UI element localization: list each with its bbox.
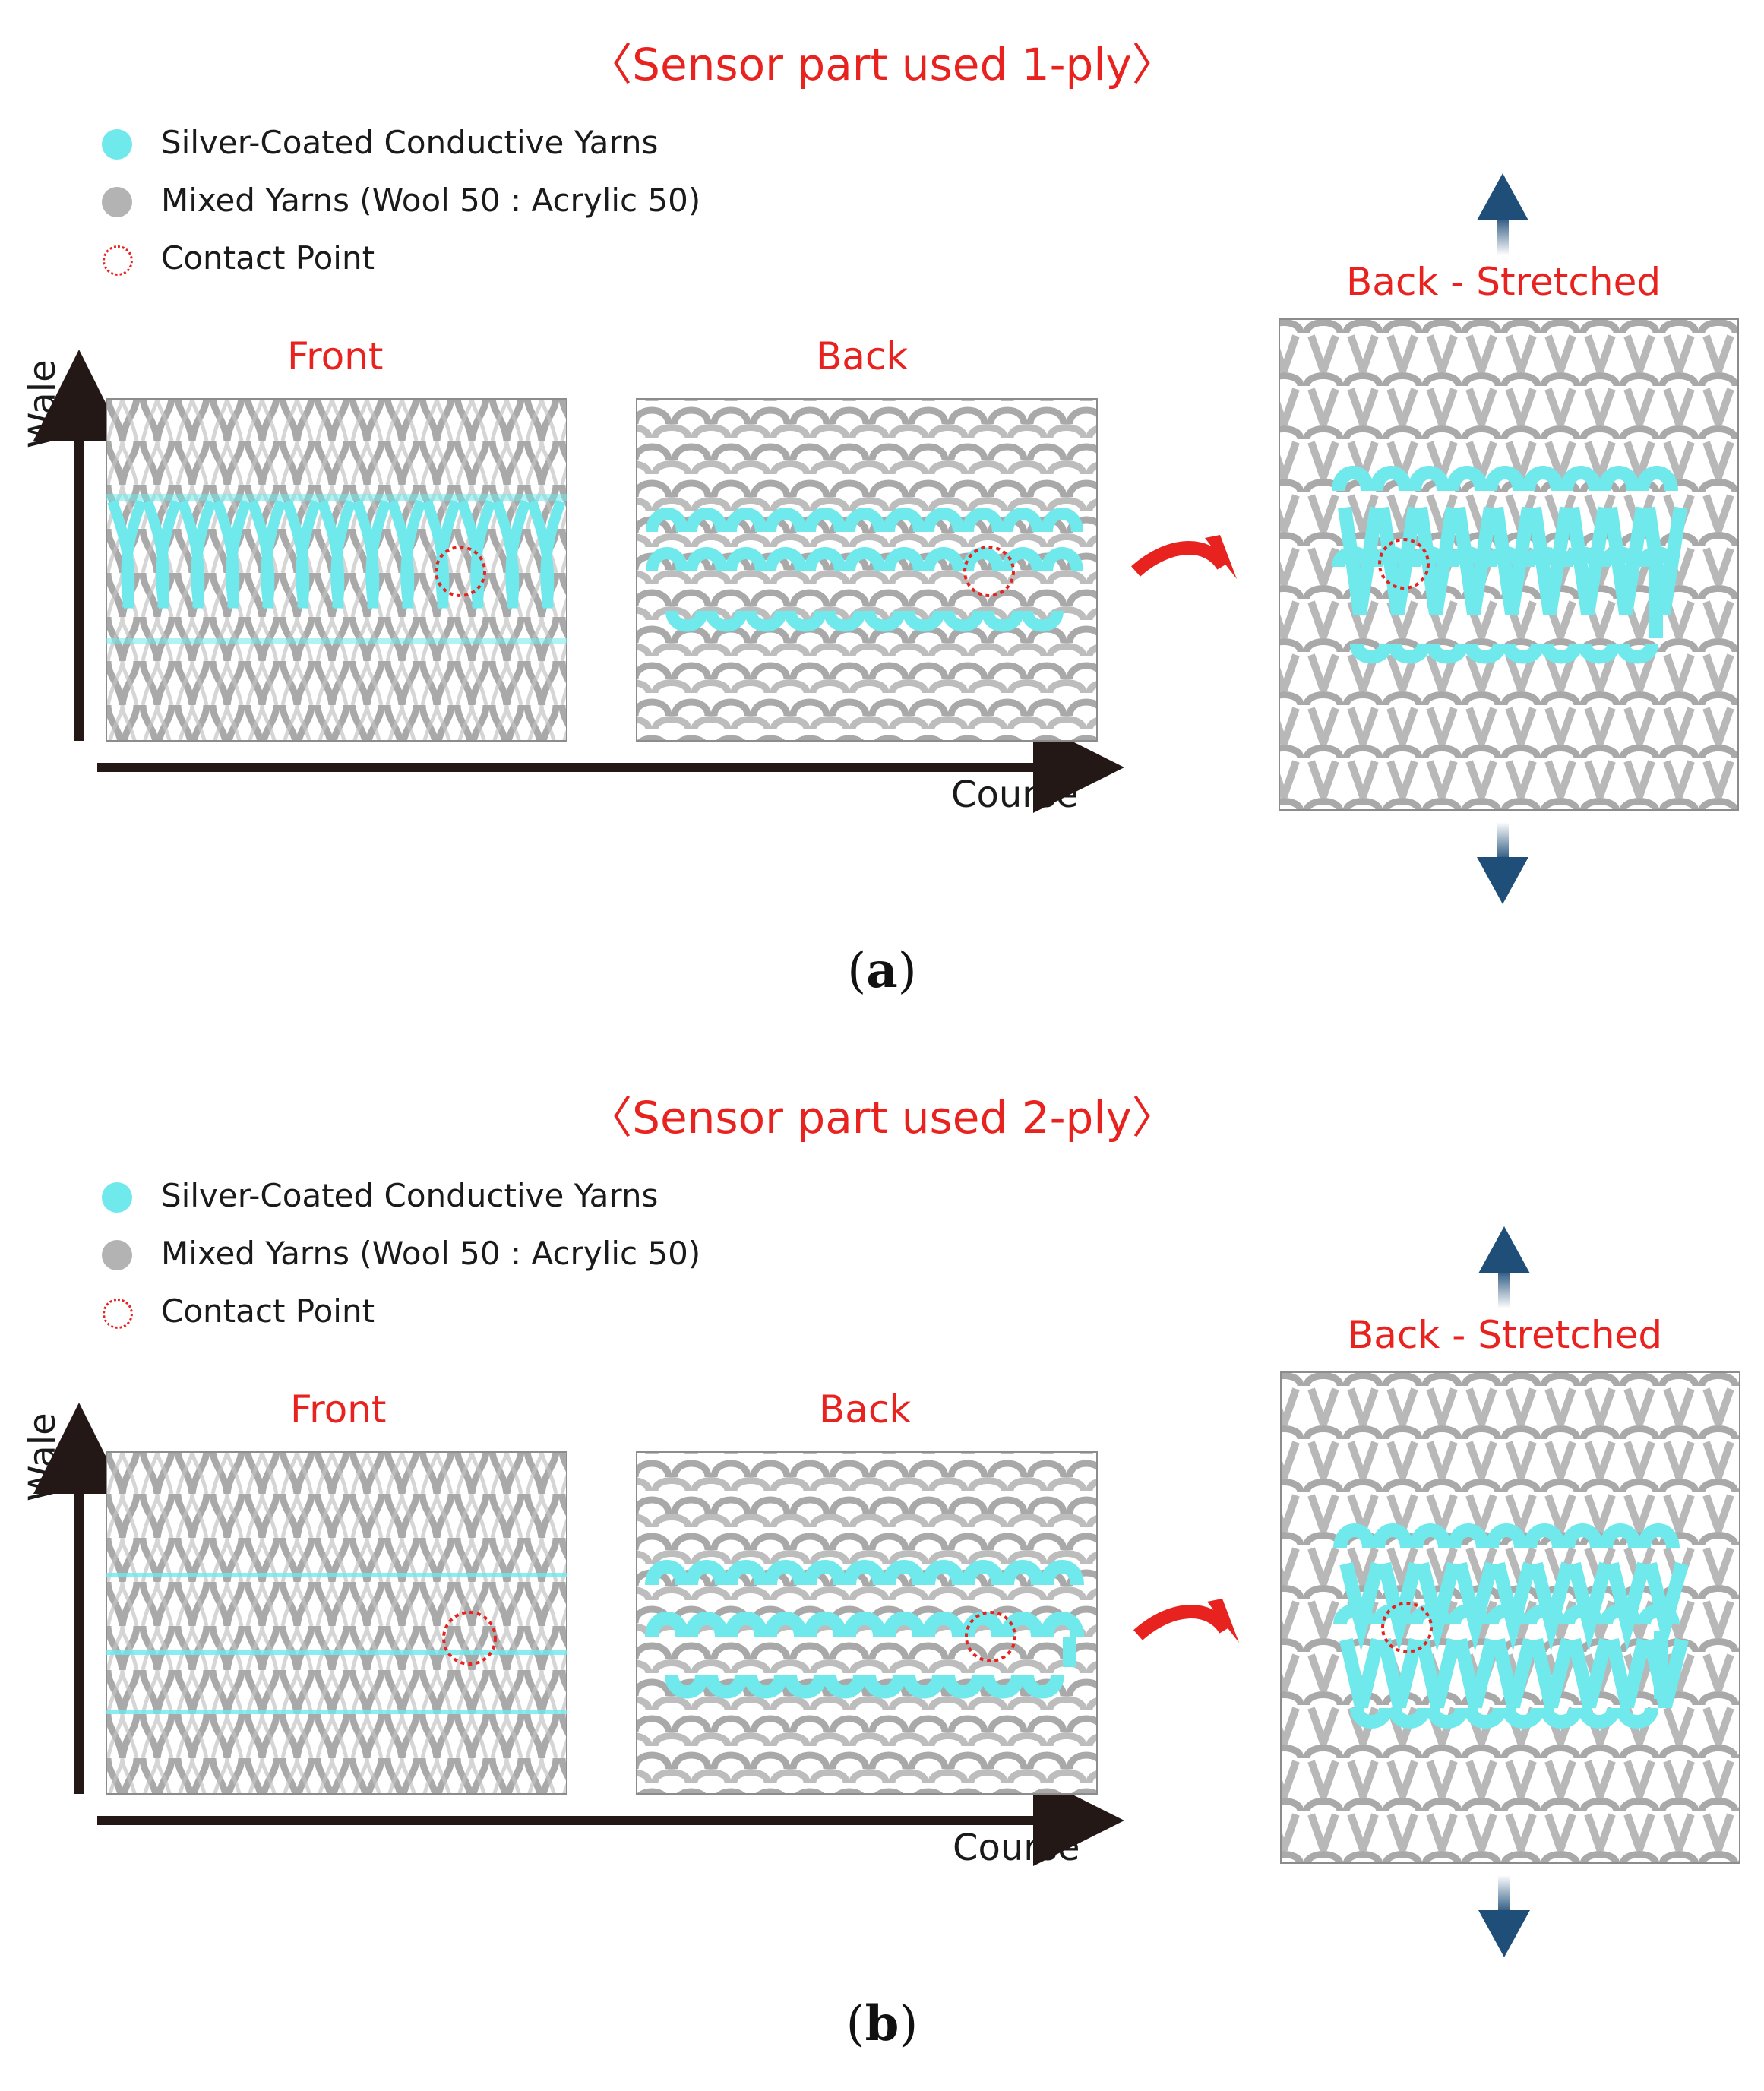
legend-label: Mixed Yarns (Wool 50 : Acrylic 50) — [161, 182, 701, 219]
subfigure-letter: a — [866, 942, 898, 999]
legend-label: Contact Point — [161, 239, 375, 277]
stretch-arrow-up — [1478, 1226, 1530, 1308]
transform-arrow-head — [1205, 535, 1237, 579]
legend-label: Silver-Coated Conductive Yarns — [161, 1177, 659, 1214]
cyan-dot-icon — [102, 1182, 132, 1213]
contact-point — [963, 546, 1015, 597]
legend-label: Contact Point — [161, 1292, 375, 1330]
legend-label: Silver-Coated Conductive Yarns — [161, 124, 659, 161]
legend-label: Mixed Yarns (Wool 50 : Acrylic 50) — [161, 1235, 701, 1272]
contact-point — [1381, 1602, 1433, 1653]
stretch-arrow-down — [1477, 822, 1528, 904]
contact-ring-icon — [103, 1299, 133, 1329]
gray-dot-icon — [102, 1240, 132, 1270]
fabric-diagram — [33, 1226, 1740, 1957]
panel-a: 〈Sensor part used 1-ply〉 Silver-Coated C… — [0, 0, 1764, 1038]
front-label: Front — [290, 1387, 387, 1431]
stretch-arrow-down — [1478, 1875, 1530, 1957]
back-label: Back — [816, 334, 909, 378]
subfigure-caption: (a) — [847, 942, 917, 999]
transform-arrow — [1131, 541, 1229, 577]
panel-b: 〈Sensor part used 2-ply〉 Silver-Coated C… — [0, 1053, 1764, 2091]
panel-title: 〈Sensor part used 1-ply〉 — [588, 39, 1176, 90]
front-label: Front — [287, 334, 384, 378]
fabric-diagram — [33, 173, 1739, 904]
back-fabric — [636, 1451, 1098, 1795]
subfigure-caption: (b) — [846, 1995, 918, 2052]
subfigure-letter: b — [865, 1995, 899, 2052]
transform-arrow-head — [1207, 1599, 1239, 1643]
front-fabric — [106, 1451, 567, 1795]
front-fabric — [106, 398, 567, 742]
panel-title: 〈Sensor part used 2-ply〉 — [588, 1092, 1176, 1144]
back-fabric — [636, 398, 1098, 742]
contact-point — [442, 1611, 497, 1666]
contact-ring-icon — [103, 245, 133, 276]
contact-point — [435, 546, 486, 597]
cyan-dot-icon — [102, 129, 132, 160]
stretched-fabric — [1279, 318, 1739, 811]
contact-point — [1378, 538, 1430, 590]
back-label: Back — [819, 1387, 912, 1431]
stretched-label: Back - Stretched — [1348, 1313, 1663, 1357]
contact-point — [965, 1611, 1016, 1662]
stretched-label: Back - Stretched — [1346, 260, 1661, 304]
gray-dot-icon — [102, 187, 132, 217]
stretch-arrow-up — [1477, 173, 1528, 255]
stretched-fabric — [1280, 1371, 1740, 1864]
transform-arrow — [1133, 1605, 1231, 1640]
